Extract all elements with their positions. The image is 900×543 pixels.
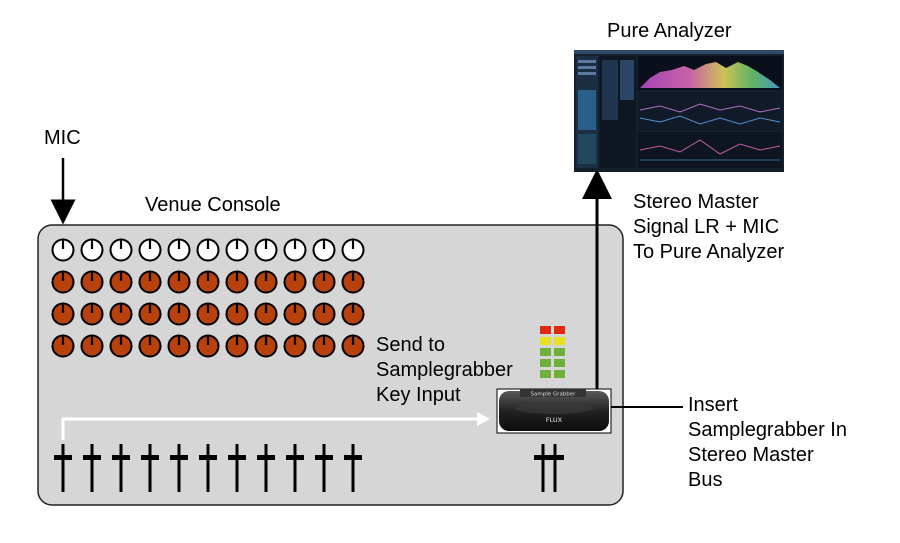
meter-segment bbox=[540, 348, 565, 356]
meter-segment bbox=[540, 337, 565, 345]
channel-fader bbox=[83, 444, 101, 492]
eq-knob bbox=[283, 270, 307, 294]
eq-knob bbox=[80, 270, 104, 294]
channel-fader bbox=[228, 444, 246, 492]
trim-knob bbox=[80, 238, 104, 262]
insert-line-4: Bus bbox=[688, 469, 723, 491]
venue-console-body bbox=[37, 224, 624, 506]
master-fader bbox=[534, 444, 552, 492]
meter-segment bbox=[540, 326, 565, 334]
meter-segment bbox=[540, 359, 565, 367]
eq-knob bbox=[138, 302, 162, 326]
knob-grid bbox=[51, 238, 365, 358]
trim-knob bbox=[225, 238, 249, 262]
eq-knob bbox=[225, 302, 249, 326]
insert-line-1: Insert bbox=[688, 394, 739, 416]
channel-fader bbox=[170, 444, 188, 492]
mic-label: MIC bbox=[44, 127, 81, 149]
channel-fader bbox=[286, 444, 304, 492]
level-meter bbox=[540, 326, 565, 378]
stereo-master-line-2: Signal LR + MIC bbox=[633, 216, 780, 238]
key-input-arrowhead bbox=[477, 412, 490, 426]
eq-knob bbox=[341, 302, 365, 326]
key-input-arrow bbox=[61, 417, 478, 440]
channel-fader bbox=[141, 444, 159, 492]
eq-knob bbox=[341, 270, 365, 294]
eq-knob bbox=[341, 334, 365, 358]
channel-fader bbox=[257, 444, 275, 492]
trim-knob bbox=[254, 238, 278, 262]
trim-knob bbox=[167, 238, 191, 262]
insert-line-3: Stereo Master bbox=[688, 444, 814, 466]
eq-knob bbox=[109, 270, 133, 294]
insert-caption: Insert Samplegrabber In Stereo Master Bu… bbox=[688, 393, 847, 493]
eq-knob bbox=[196, 302, 220, 326]
trim-knob bbox=[196, 238, 220, 262]
eq-knob bbox=[312, 302, 336, 326]
channel-fader bbox=[199, 444, 217, 492]
eq-knob bbox=[109, 302, 133, 326]
send-line-1: Send to bbox=[376, 334, 445, 356]
pure-analyzer-screenshot bbox=[574, 50, 784, 172]
eq-knob bbox=[225, 270, 249, 294]
sample-grabber-title: Sample Grabber bbox=[531, 392, 577, 398]
eq-knob bbox=[80, 302, 104, 326]
send-line-2: Samplegrabber bbox=[376, 359, 513, 381]
channel-fader bbox=[54, 444, 72, 492]
flux-logo-text: FLUX bbox=[546, 416, 563, 424]
stereo-master-caption: Stereo Master Signal LR + MIC To Pure An… bbox=[633, 190, 784, 265]
eq-knob bbox=[225, 334, 249, 358]
eq-knob bbox=[283, 334, 307, 358]
channel-fader bbox=[344, 444, 362, 492]
eq-knob bbox=[51, 334, 75, 358]
channel-faders bbox=[54, 444, 564, 492]
trim-knob bbox=[51, 238, 75, 262]
venue-console-label: Venue Console bbox=[145, 194, 281, 216]
eq-knob bbox=[51, 270, 75, 294]
trim-knob bbox=[138, 238, 162, 262]
eq-knob bbox=[254, 334, 278, 358]
trim-knob bbox=[341, 238, 365, 262]
channel-fader bbox=[315, 444, 333, 492]
eq-knob bbox=[312, 270, 336, 294]
eq-knob bbox=[196, 270, 220, 294]
eq-knob bbox=[109, 334, 133, 358]
pure-analyzer-label: Pure Analyzer bbox=[607, 20, 732, 42]
eq-knob bbox=[80, 334, 104, 358]
trim-knob bbox=[109, 238, 133, 262]
meter-segment bbox=[540, 370, 565, 378]
eq-knob bbox=[138, 334, 162, 358]
eq-knob bbox=[254, 270, 278, 294]
eq-knob bbox=[138, 270, 162, 294]
trim-knob bbox=[312, 238, 336, 262]
eq-knob bbox=[254, 302, 278, 326]
stereo-master-line-1: Stereo Master bbox=[633, 191, 759, 213]
send-line-3: Key Input bbox=[376, 384, 461, 406]
channel-fader bbox=[112, 444, 130, 492]
send-caption: Send to Samplegrabber Key Input bbox=[376, 333, 513, 408]
master-fader bbox=[546, 444, 564, 492]
eq-knob bbox=[196, 334, 220, 358]
eq-knob bbox=[167, 270, 191, 294]
eq-knob bbox=[167, 334, 191, 358]
stereo-master-line-3: To Pure Analyzer bbox=[633, 241, 785, 263]
eq-knob bbox=[312, 334, 336, 358]
eq-knob bbox=[283, 302, 307, 326]
sample-grabber-plugin: Sample Grabber FLUX bbox=[496, 388, 612, 434]
trim-knob bbox=[283, 238, 307, 262]
insert-line-2: Samplegrabber In bbox=[688, 419, 847, 441]
eq-knob bbox=[51, 302, 75, 326]
eq-knob bbox=[167, 302, 191, 326]
